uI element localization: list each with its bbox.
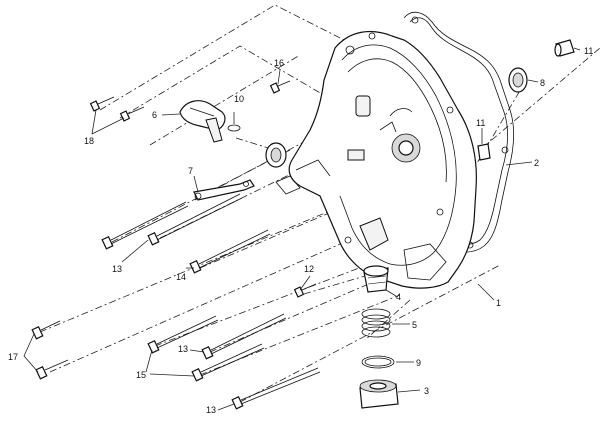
- oil-seal: [508, 67, 528, 93]
- callout-7: 7: [188, 166, 193, 176]
- bolt-15a: [147, 193, 243, 246]
- crankcase-cover: [275, 30, 477, 289]
- oil-filler-cap: [179, 100, 226, 143]
- bolt-13b: [201, 313, 287, 360]
- callout-3: 3: [424, 386, 429, 396]
- callout-5: 5: [412, 320, 417, 330]
- gasket: [403, 11, 514, 253]
- bolt-12: [293, 283, 317, 298]
- bolt-17b: [35, 359, 69, 380]
- bolt-18b: [119, 106, 145, 122]
- callout-15: 15: [136, 370, 146, 380]
- assembly-lines: [39, 4, 600, 403]
- callout-12: 12: [304, 264, 314, 274]
- dowel-pins: [477, 39, 575, 161]
- o-ring-small: [227, 112, 241, 132]
- bolt-13a: [101, 201, 189, 250]
- callout-16: 16: [274, 58, 284, 68]
- callout-11a: 11: [584, 46, 593, 56]
- callout-14: 14: [176, 272, 186, 282]
- drain-plug: [359, 379, 399, 409]
- callout-1: 1: [496, 298, 501, 308]
- oil-strainer: [363, 265, 389, 293]
- bolt-14: [189, 229, 271, 274]
- bolt-13c: [231, 367, 321, 410]
- bushing: [265, 142, 287, 168]
- bolt-17a: [31, 320, 61, 340]
- o-ring-drain: [361, 355, 395, 369]
- bracket: [193, 179, 255, 201]
- bolt-16: [269, 80, 291, 94]
- bolts: [31, 80, 321, 410]
- callout-10: 10: [234, 94, 244, 104]
- callout-9: 9: [416, 358, 421, 368]
- callout-labels: 1 2 3 4 5 6 7 8 9 10 11 11 12 13 13 13 1…: [8, 46, 593, 415]
- callout-6: 6: [152, 110, 157, 120]
- callout-4: 4: [396, 292, 401, 302]
- callout-18: 18: [84, 136, 94, 146]
- callout-11b: 11: [476, 118, 485, 128]
- callout-13c: 13: [206, 405, 216, 415]
- bolt-15c: [191, 343, 265, 382]
- bolt-18a: [89, 96, 115, 112]
- callout-2: 2: [534, 158, 539, 168]
- callout-13b: 13: [178, 344, 188, 354]
- callout-17: 17: [8, 352, 18, 362]
- bolt-15b: [147, 315, 219, 354]
- leader-lines: [23, 47, 581, 411]
- callout-13a: 13: [112, 264, 122, 274]
- callout-8: 8: [540, 78, 545, 88]
- spring: [361, 308, 391, 338]
